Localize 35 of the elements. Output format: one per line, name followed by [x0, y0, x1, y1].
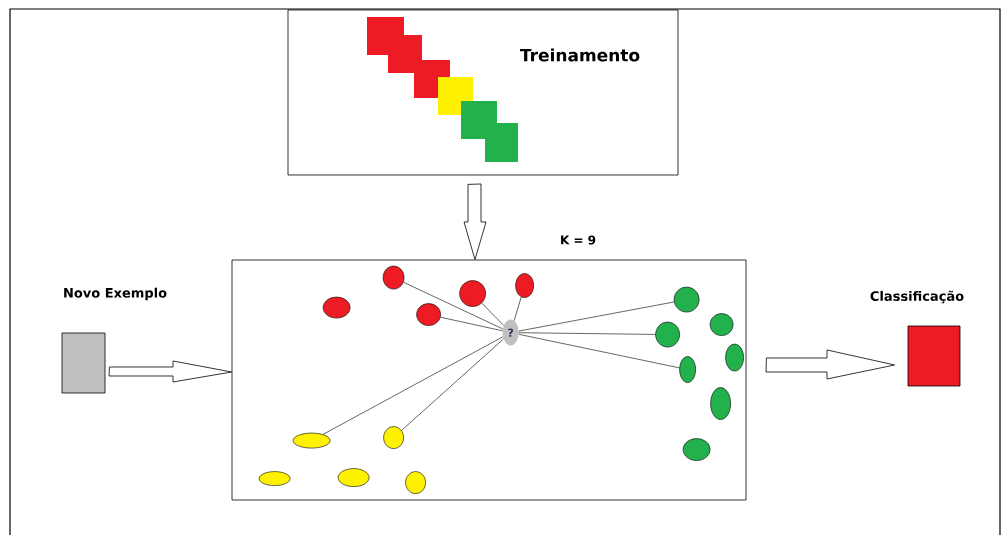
- data-point: [515, 273, 534, 298]
- data-point: [258, 471, 291, 486]
- data-point: [673, 286, 700, 313]
- neighbor-line: [518, 332, 656, 335]
- neighbor-line: [403, 281, 504, 330]
- data-point: [655, 321, 680, 348]
- neighbor-line: [401, 338, 504, 431]
- neighbor-line: [518, 334, 680, 369]
- block-heading: Novo Exemplo: [64, 287, 167, 301]
- parameter-label: K = 9: [561, 235, 596, 245]
- neighbor-line: [440, 316, 503, 332]
- data-point: [416, 303, 441, 326]
- data-point: [382, 265, 405, 290]
- data-point: [383, 426, 404, 449]
- data-point: [679, 356, 696, 383]
- query-point: ?: [502, 319, 519, 346]
- data-point: [725, 343, 744, 372]
- neighbor-line: [481, 302, 504, 326]
- data-point: [709, 313, 734, 336]
- block-arrow: [108, 360, 232, 383]
- data-point: [292, 432, 331, 449]
- data-point: [682, 438, 711, 461]
- data-point: [459, 280, 486, 307]
- neighbor-line: [513, 296, 522, 321]
- panel-title: Treinamento: [520, 48, 640, 62]
- data-point: [710, 387, 731, 420]
- neighbor-line: [322, 336, 504, 435]
- feature-space-box: [231, 259, 747, 501]
- block-heading: Classificação: [870, 290, 964, 304]
- data-point: [405, 471, 426, 494]
- block-arrow: [463, 183, 487, 260]
- neighbor-line: [518, 301, 675, 332]
- data-point: [337, 468, 370, 487]
- block-arrow: [765, 349, 895, 380]
- data-point: [322, 296, 351, 319]
